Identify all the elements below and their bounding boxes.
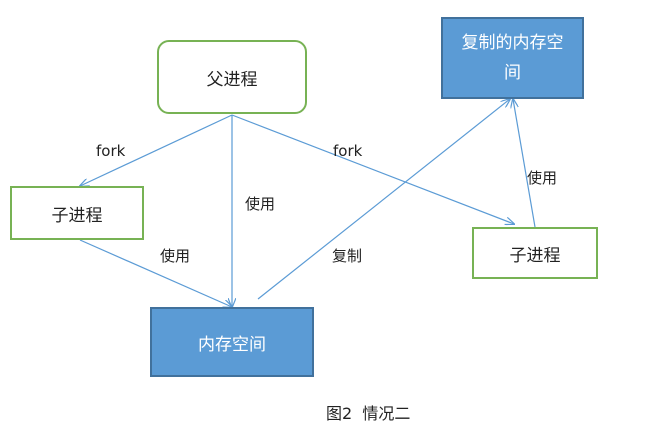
fork-left-arrow [80, 114, 233, 186]
parent-use-label: 使用 [245, 195, 276, 213]
child-process-right-label: 子进程 [509, 245, 561, 266]
copied-memory-space-label: 复制的内存空 间 [461, 33, 564, 83]
child-process-right-node: 子进程 [472, 227, 598, 279]
fork-right-arrow [231, 114, 514, 224]
copy-label: 复制 [332, 247, 363, 265]
child-left-use-arrow [79, 239, 232, 307]
child-right-use-label: 使用 [527, 169, 558, 187]
copied-memory-space-node: 复制的内存空 间 [441, 17, 584, 99]
memory-space-label: 内存空间 [198, 334, 266, 355]
parent-process-node: 父进程 [157, 40, 307, 114]
child-process-left-node: 子进程 [10, 186, 144, 240]
child-left-use-label: 使用 [160, 247, 191, 265]
parent-process-label: 父进程 [206, 69, 258, 90]
child-process-left-label: 子进程 [51, 205, 103, 226]
memory-space-node: 内存空间 [150, 307, 314, 377]
copy-arrow [257, 99, 510, 300]
child-right-use-arrow [513, 99, 536, 228]
fork-left-label: fork [96, 142, 126, 160]
fork-right-label: fork [333, 142, 363, 160]
figure-caption: 图2 情况二 [326, 404, 411, 423]
